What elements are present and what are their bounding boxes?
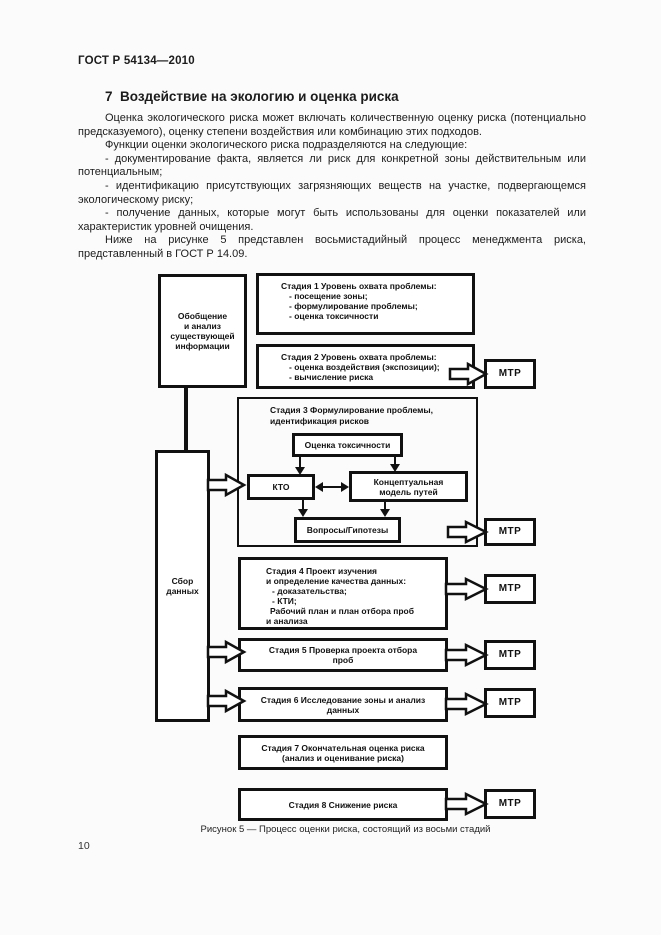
stage1-box: Стадия 1 Уровень охвата проблемы: - посе…: [256, 273, 475, 335]
page-number: 10: [78, 840, 90, 852]
stage7-box: Стадия 7 Окончательная оценка риска (ана…: [238, 735, 448, 770]
risk-process-diagram: Обобщение и анализ существующей информац…: [0, 268, 661, 838]
mtr-box: МТР: [484, 640, 536, 670]
arrow-stage6-to-mtr: [444, 691, 489, 717]
paragraph: Оценка экологического риска может включа…: [78, 112, 586, 138]
stage4-line: и определение качества данных:: [266, 576, 407, 586]
data-collection-box: Сбор данных: [155, 450, 210, 722]
paragraph: - идентификацию присутствующих загрязняю…: [78, 179, 586, 206]
mtr-box: МТР: [484, 359, 536, 389]
stage1-item: - оценка токсичности: [289, 311, 379, 321]
stage4-line: - доказательства;: [272, 586, 347, 596]
stage2-item: - оценка воздействия (экспозиции);: [289, 362, 440, 372]
stage2-item: - вычисление риска: [289, 372, 374, 382]
connector-generalize-to-collect: [184, 387, 188, 451]
toxicity-assessment-box: Оценка токсичности: [292, 433, 403, 457]
paragraph: Ниже на рисунке 5 представлен восьмистад…: [78, 234, 586, 260]
stage4-line: и анализа: [266, 616, 308, 626]
mtr-box: МТР: [484, 789, 536, 819]
stage6-box: Стадия 6 Исследование зоны и анализ данн…: [238, 687, 448, 722]
mtr-box: МТР: [484, 688, 536, 718]
stage2-title: Стадия 2 Уровень охвата проблемы:: [281, 352, 437, 362]
questions-hypotheses-box: Вопросы/Гипотезы: [294, 517, 401, 543]
generalize-info-box: Обобщение и анализ существующей информац…: [158, 274, 247, 388]
stage5-box: Стадия 5 Проверка проекта отбора проб: [238, 638, 448, 672]
stage1-item: - формулирование проблемы;: [289, 301, 418, 311]
figure-caption: Рисунок 5 — Процесс оценки риска, состоя…: [200, 824, 491, 835]
stage8-box: Стадия 8 Снижение риска: [238, 788, 448, 821]
stage3-title: Стадия 3 Формулирование проблемы, иденти…: [270, 405, 434, 426]
arrow-stage8-to-mtr: [444, 791, 489, 817]
stage4-line: - КТИ;: [272, 596, 297, 606]
section-heading: 7 Воздействие на экологию и оценка риска: [105, 89, 399, 104]
kto-box: КТО: [247, 474, 315, 500]
paragraph: - получение данных, которые могут быть и…: [78, 207, 586, 233]
body-text: Оценка экологического риска может включа…: [78, 112, 586, 262]
paragraph: - документирование факта, является ли ри…: [78, 152, 586, 179]
stage1-title: Стадия 1 Уровень охвата проблемы:: [281, 281, 437, 291]
stage2-box: Стадия 2 Уровень охвата проблемы: - оцен…: [256, 344, 475, 389]
mtr-box: МТР: [484, 518, 536, 546]
arrow-stage5-to-mtr: [444, 642, 489, 668]
conceptual-model-box: Концептуальная модель путей: [349, 471, 468, 502]
stage4-line: Рабочий план и план отбора проб: [270, 606, 414, 616]
stage1-item: - посещение зоны;: [289, 291, 368, 301]
paragraph: Функции оценки экологического риска подр…: [105, 139, 468, 152]
stage4-line: Стадия 4 Проект изучения: [266, 566, 378, 576]
document-header: ГОСТ Р 54134—2010: [78, 55, 195, 67]
mtr-box: МТР: [484, 574, 536, 604]
stage3-box: [237, 397, 478, 547]
arrow-stage4-to-mtr: [444, 576, 489, 602]
stage4-box: Стадия 4 Проект изучения и определение к…: [238, 557, 448, 630]
